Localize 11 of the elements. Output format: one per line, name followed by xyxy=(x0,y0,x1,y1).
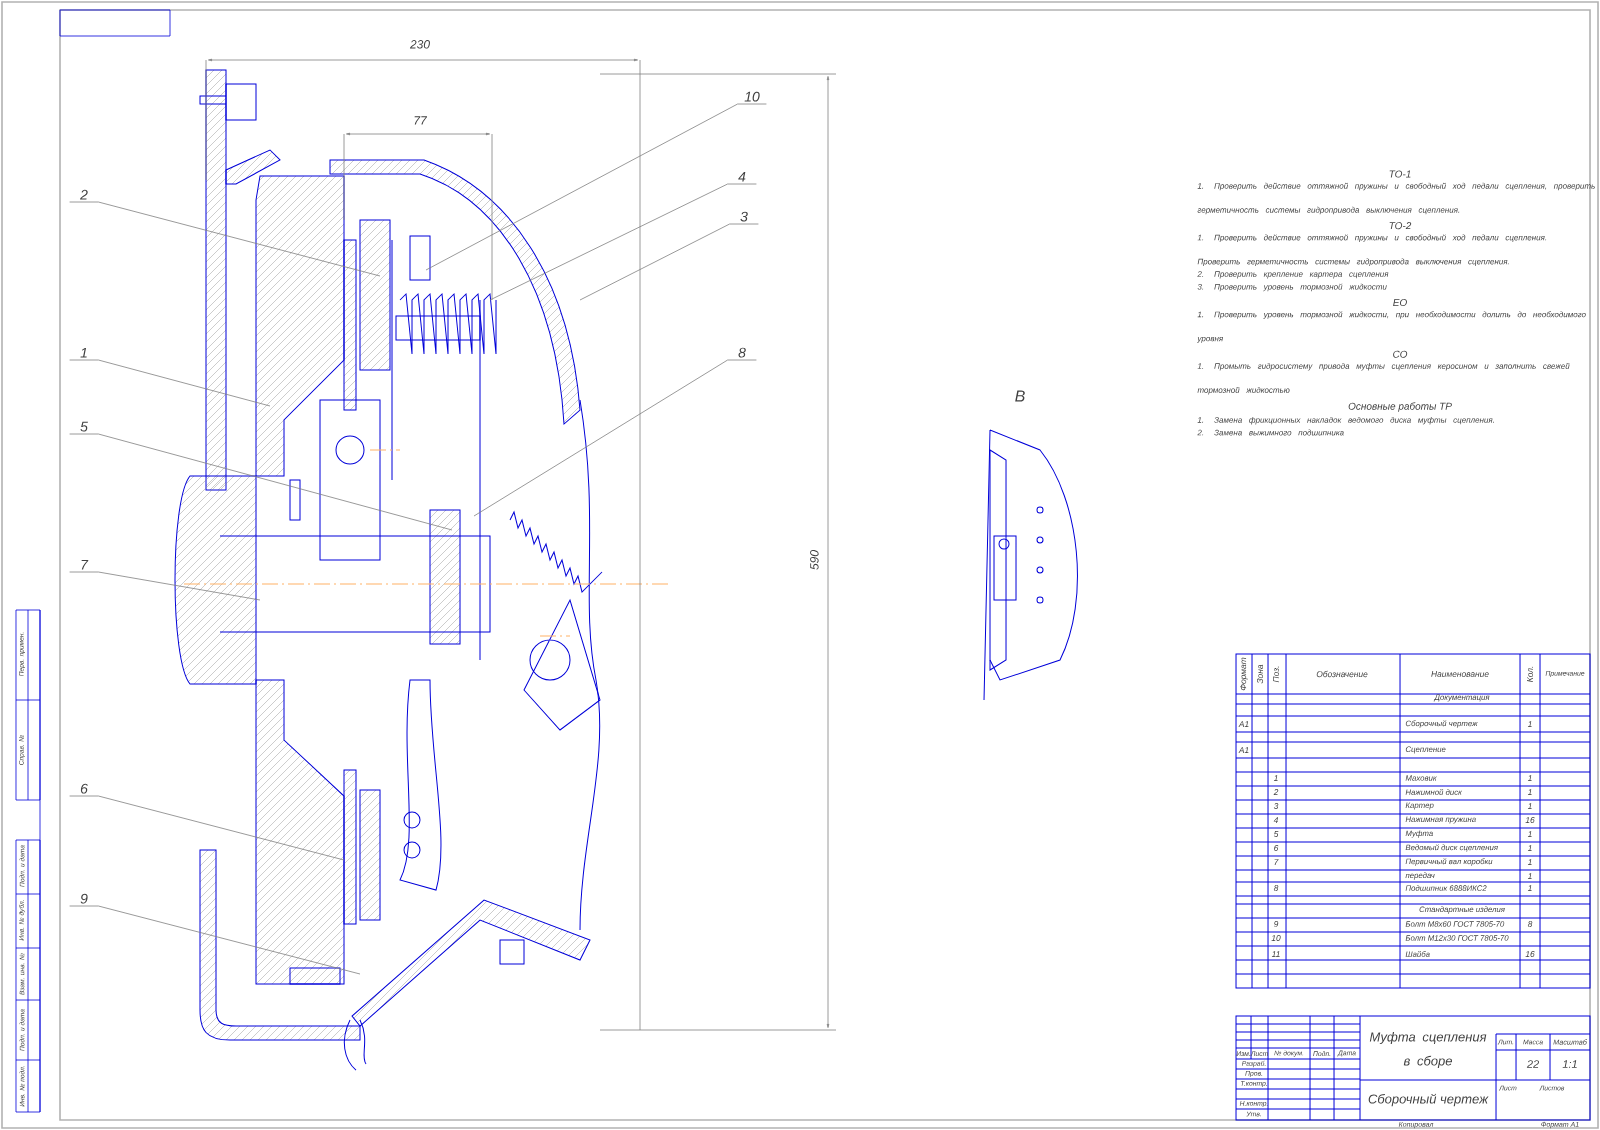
leader-line xyxy=(69,571,261,601)
leader-line xyxy=(473,359,757,517)
leader-line xyxy=(69,795,345,861)
leader-line xyxy=(579,223,759,301)
leader-line xyxy=(69,433,453,531)
view-label: В xyxy=(1015,390,1025,402)
leader-line xyxy=(69,359,271,407)
leader-line xyxy=(69,201,381,277)
leader-line xyxy=(489,183,757,301)
leader-line xyxy=(425,103,767,271)
leader-line xyxy=(69,905,361,975)
